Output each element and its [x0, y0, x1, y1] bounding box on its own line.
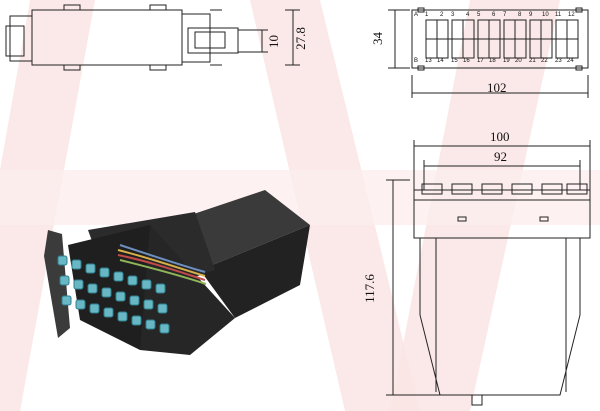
port-number: 1 — [425, 12, 429, 18]
port-number: 11 — [555, 12, 562, 18]
port-number: 24 — [567, 58, 574, 64]
port-number: 2 — [440, 12, 444, 18]
dimension-100: 100 — [490, 129, 510, 144]
port-number: 16 — [463, 58, 470, 64]
port-number: 8 — [518, 12, 522, 18]
port-number: 9 — [529, 12, 533, 18]
port-number: 7 — [503, 12, 507, 18]
port-number: 18 — [489, 58, 496, 64]
dimension-27-8: 27.8 — [292, 27, 308, 50]
port-number: 20 — [515, 58, 522, 64]
row-a-label: A — [414, 12, 419, 18]
port-number: 5 — [477, 12, 481, 18]
port-number: 10 — [542, 12, 549, 18]
port-number: 4 — [466, 12, 470, 18]
cassette-photo — [44, 190, 310, 355]
dimension-92: 92 — [494, 149, 507, 164]
port-number: 15 — [451, 58, 458, 64]
port-number: 12 — [568, 12, 575, 18]
port-number: 19 — [503, 58, 510, 64]
front-view — [388, 7, 589, 98]
dimension-10: 10 — [266, 35, 281, 48]
port-number: 21 — [529, 58, 536, 64]
dimension-34: 34 — [370, 32, 385, 45]
top-view — [386, 140, 591, 406]
port-number: 6 — [492, 12, 496, 18]
port-number: 13 — [425, 58, 432, 64]
side-view — [5, 4, 300, 71]
dimension-117-6: 117.6 — [361, 274, 377, 303]
port-number: 23 — [555, 58, 562, 64]
row-b-label: B — [414, 58, 419, 64]
port-number: 22 — [541, 58, 548, 64]
dimension-102: 102 — [487, 80, 507, 95]
port-number: 14 — [437, 58, 444, 64]
port-number: 17 — [477, 58, 484, 64]
port-number: 3 — [451, 12, 455, 18]
